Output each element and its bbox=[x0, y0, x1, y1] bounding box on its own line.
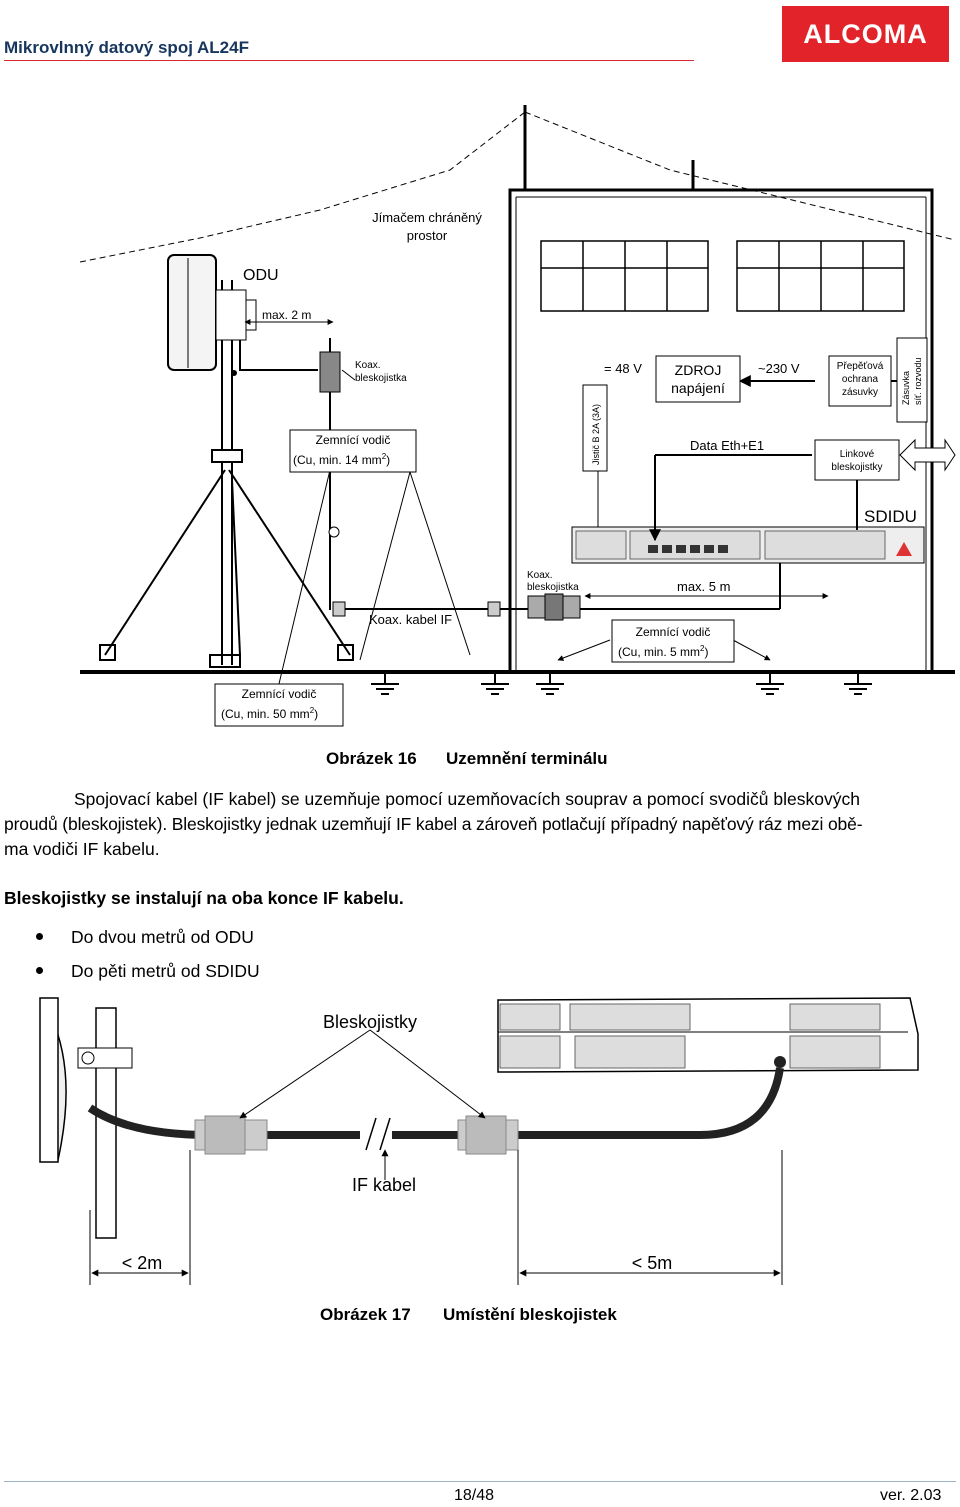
label-cu50: (Cu, min. 50 mm2) bbox=[221, 706, 318, 721]
paragraph-line-3: ma vodiči IF kabelu. bbox=[4, 839, 160, 859]
document-version: ver. 2.03 bbox=[880, 1487, 942, 1504]
figure-17-caption-number: Obrázek 17 bbox=[320, 1305, 411, 1324]
label-prepetova-3: zásuvky bbox=[842, 387, 878, 398]
body-paragraph: Spojovací kabel (IF kabel) se uzemňuje p… bbox=[4, 787, 954, 862]
bullet-item-1: Do dvou metrů od ODU bbox=[36, 927, 254, 948]
label-ground-wire-14: Zemnící vodič bbox=[316, 433, 391, 447]
page-number: 18/48 bbox=[454, 1487, 495, 1504]
label-max-2m: max. 2 m bbox=[262, 308, 311, 322]
figure-17-caption-text: Umístění bleskojistek bbox=[443, 1305, 617, 1324]
footer-divider bbox=[4, 1481, 956, 1482]
label-cu5: (Cu, min. 5 mm2) bbox=[618, 644, 708, 659]
document-title: Mikrovlnný datový spoj AL24F bbox=[4, 38, 249, 57]
figure-16-grounding-diagram: Jímačem chráněný prostor ODU max. 2 m Ko… bbox=[79, 105, 956, 727]
label-zasuvka-1: Zásuvka bbox=[901, 371, 911, 405]
figure-16-caption-text: Uzemnění terminálu bbox=[446, 749, 608, 768]
label-protected-space-1: Jímačem chráněný bbox=[372, 210, 482, 225]
alcoma-logo: ALCOMA bbox=[782, 6, 949, 62]
label-sdidu: SDIDU bbox=[864, 507, 917, 526]
label-koax-top-2: bleskojistka bbox=[355, 373, 407, 384]
bold-statement: Bleskojistky se instalují na oba konce I… bbox=[4, 888, 404, 908]
paragraph-line-2: proudů (bleskojistek). Bleskojistky jedn… bbox=[4, 814, 863, 834]
label-cu14: (Cu, min. 14 mm2) bbox=[293, 452, 390, 467]
label-prepetova-1: Přepěťová bbox=[837, 361, 884, 372]
label-koax-low-1: Koax. bbox=[527, 570, 553, 581]
label-data-eth: Data Eth+E1 bbox=[690, 438, 764, 453]
label-protected-space-2: prostor bbox=[407, 228, 448, 243]
figure-17-arrester-placement: Bleskojistky IF kabel < 2m < 5m bbox=[39, 997, 919, 1285]
label-lt-2m: < 2m bbox=[122, 1253, 163, 1273]
label-linkove-2: bleskojistky bbox=[831, 462, 882, 473]
label-max-5m: max. 5 m bbox=[677, 579, 730, 594]
label-koax-kabel-if: Koax. kabel IF bbox=[369, 612, 452, 627]
label-230v: ~230 V bbox=[758, 361, 800, 376]
label-zasuvka-2: síť. rozvodu bbox=[913, 358, 923, 405]
label-jistic: Jistič B 2A (3A) bbox=[591, 404, 601, 465]
label-if-kabel: IF kabel bbox=[352, 1175, 416, 1195]
label-prepetova-2: ochrana bbox=[842, 374, 879, 385]
figure-16-caption-number: Obrázek 16 bbox=[326, 749, 417, 768]
label-zdroj-2: napájení bbox=[671, 380, 725, 396]
bullet-item-2: Do pěti metrů od SDIDU bbox=[36, 961, 260, 982]
label-linkove-1: Linkové bbox=[840, 449, 875, 460]
label-lt-5m: < 5m bbox=[632, 1253, 673, 1273]
label-48v: = 48 V bbox=[604, 361, 642, 376]
label-ground-wire-50: Zemnící vodič bbox=[242, 687, 317, 701]
label-bleskojistky: Bleskojistky bbox=[323, 1012, 417, 1032]
label-ground-wire-5: Zemnící vodič bbox=[636, 625, 711, 639]
label-koax-low-2: bleskojistka bbox=[527, 582, 579, 593]
paragraph-line-1: Spojovací kabel (IF kabel) se uzemňuje p… bbox=[74, 789, 860, 809]
label-koax-top-1: Koax. bbox=[355, 360, 381, 371]
label-zdroj-1: ZDROJ bbox=[675, 362, 722, 378]
label-odu: ODU bbox=[243, 267, 279, 284]
header-divider bbox=[4, 60, 694, 61]
